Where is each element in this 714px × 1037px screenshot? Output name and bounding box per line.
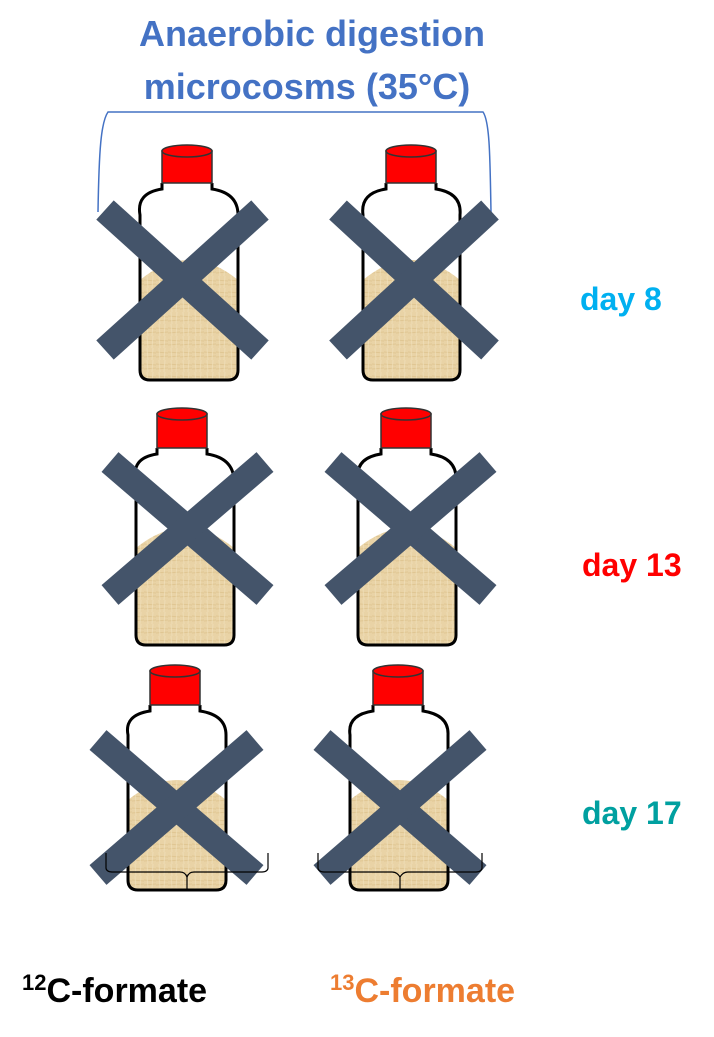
row-label-day-13: day 13	[582, 547, 682, 583]
title-line-1: Anaerobic digestion	[139, 13, 485, 54]
bottle-grid	[98, 145, 490, 890]
column-label-12c-mass: 12	[22, 970, 46, 995]
bottle-cap-top	[381, 408, 431, 420]
row-label-day-8: day 8	[580, 281, 662, 317]
column-label-13c: 13C-formate	[330, 970, 515, 1010]
bottle-cap-top	[162, 145, 212, 157]
title-line-2: microcosms (35°C)	[144, 66, 471, 107]
bottle-cap-top	[386, 145, 436, 157]
row-label-day-17: day 17	[582, 795, 682, 831]
bottle-r2-c1	[110, 408, 265, 645]
bottle-cap-top	[157, 408, 207, 420]
bottle-r3-c1	[98, 665, 255, 890]
column-label-13c-text: C-formate	[354, 972, 515, 1010]
bottle-r1-c1	[105, 145, 260, 380]
column-label-13c-mass: 13	[330, 970, 354, 995]
bottle-r2-c2	[333, 408, 488, 645]
bottle-cap-top	[373, 665, 423, 677]
column-label-12c: 12C-formate	[22, 970, 207, 1010]
column-label-12c-text: C-formate	[46, 972, 207, 1010]
bottle-cap-top	[150, 665, 200, 677]
bottle-r1-c2	[338, 145, 490, 380]
bottle-r3-c2	[322, 665, 478, 890]
